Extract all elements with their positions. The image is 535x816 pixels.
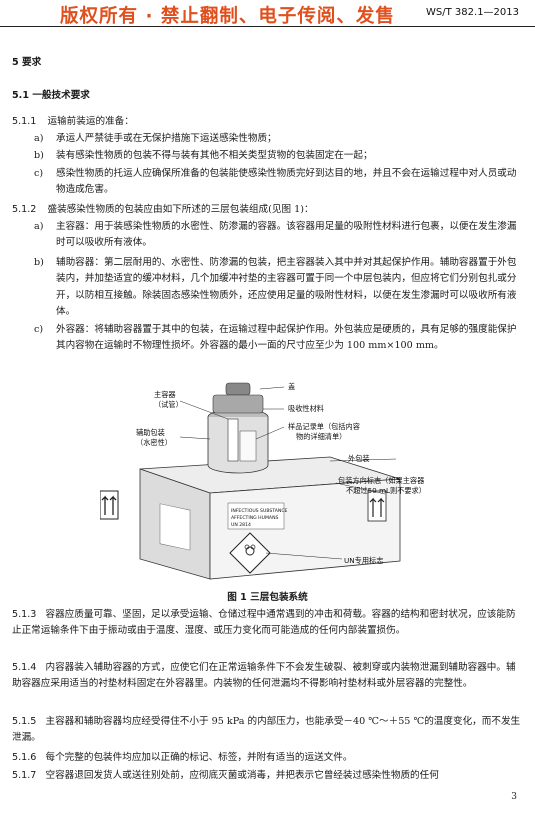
svg-text:不超过50 mL则不要求）: 不超过50 mL则不要求）	[346, 486, 426, 495]
document-code: WS/T 382.1—2013	[426, 7, 519, 18]
para-5-1-4: 5.1.4 内容器装入辅助容器的方式，应使它们在正常运输条件下不会发生破裂、被刺…	[12, 660, 524, 693]
para-number: 5.1.7	[12, 770, 37, 781]
svg-text:AFFECTING HUMANS: AFFECTING HUMANS	[231, 515, 279, 521]
svg-text:外包装: 外包装	[348, 454, 370, 463]
secondary-container	[207, 382, 269, 474]
para-text: 内容器装入辅助容器的方式，应使它们在正常运输条件下不会发生破裂、被刺穿或内装物泄…	[12, 662, 516, 690]
list-text: 辅助容器：第二层耐用的、水密性、防渗漏的包装，把主容器装入其中并对其起保护作用。…	[56, 257, 517, 318]
list-text: 主容器：用于装感染性物质的水密性、防渗漏的容器。该容器用足量的吸附性材料进行包裹…	[56, 221, 517, 249]
svg-text:样品记录单（包括内容: 样品记录单（包括内容	[288, 422, 360, 431]
outer-box: INFECTIOUS SUBSTANCE AFFECTING HUMANS UN…	[139, 456, 401, 580]
svg-text:主容器: 主容器	[154, 390, 176, 399]
para-text: 运输前装运的准备：	[47, 116, 134, 127]
list-marker: b)	[34, 257, 44, 268]
svg-text:（试管）: （试管）	[154, 400, 183, 409]
para-number: 5.1.2	[12, 204, 37, 215]
section-5-1-title: 5.1 一般技术要求	[12, 90, 90, 101]
orientation-label	[100, 490, 119, 520]
list-marker: a)	[34, 133, 44, 144]
svg-text:包装方向标志（如果主容器: 包装方向标志（如果主容器	[338, 476, 424, 485]
list-text: 装有感染性物质的包装不得与装有其他不相关类型货物的包装固定在一起；	[56, 150, 373, 161]
para-number: 5.1.5	[12, 716, 37, 727]
para-text: 空容器退回发货人或送往别处前，应彻底灭菌或消毒，并把表示它曾经装过感染性物质的任…	[45, 770, 439, 781]
svg-text:UN专用标志: UN专用标志	[344, 556, 383, 565]
list-marker: c)	[34, 168, 44, 179]
para-text: 盛装感染性物质的包装应由如下所述的三层包装组成(见图 1)：	[47, 204, 314, 215]
section-5-title: 5 要求	[12, 57, 42, 68]
para-text: 容器应质量可靠、坚固，足以承受运输、仓储过程中通常遇到的冲击和荷载。容器的结构和…	[12, 609, 516, 637]
para-number: 5.1.6	[12, 752, 37, 763]
para-text: 每个完整的包装件均应加以正确的标记、标签，并附有适当的运送文件。	[45, 752, 353, 763]
para-5-1-5: 5.1.5 主容器和辅助容器均应经受得住不小于 95 kPa 的内部压力，也能承…	[12, 714, 524, 747]
list-text: 承运人严禁徒手或在无保护措施下运送感染性物质；	[56, 133, 277, 144]
list-text: 感染性物质的托运人应确保所准备的包装能使感染性物质完好到达目的地，并且不会在运输…	[56, 168, 517, 196]
watermark: 版权所有 · 禁止翻制、电子传阅、发售	[60, 6, 395, 27]
para-5-1-3: 5.1.3 容器应质量可靠、坚固，足以承受运输、仓储过程中通常遇到的冲击和荷载。…	[12, 607, 524, 640]
svg-text:INFECTIOUS SUBSTANCE: INFECTIOUS SUBSTANCE	[231, 508, 288, 514]
svg-text:物的详细清单）: 物的详细清单）	[296, 432, 346, 441]
para-5-1-2: 5.1.2 盛装感染性物质的包装应由如下所述的三层包装组成(见图 1)：	[12, 202, 314, 218]
list-marker: b)	[34, 150, 44, 161]
para-number: 5.1.3	[12, 609, 37, 620]
svg-text:盖: 盖	[288, 382, 295, 391]
para-number: 5.1.4	[12, 662, 37, 673]
svg-text:吸收性材料: 吸收性材料	[288, 404, 324, 413]
para-5-1-6: 5.1.6 每个完整的包装件均应加以正确的标记、标签，并附有适当的运送文件。	[12, 750, 524, 766]
three-layer-packaging-figure: INFECTIOUS SUBSTANCE AFFECTING HUMANS UN…	[100, 382, 426, 580]
list-text: 外容器：将辅助容器置于其中的包装，在运输过程中起保护作用。外包装应是硬质的，具有…	[56, 324, 517, 352]
leader-lines	[179, 386, 397, 560]
svg-text:辅助包装: 辅助包装	[136, 428, 165, 437]
svg-text:（水密性）: （水密性）	[136, 438, 172, 447]
para-5-1-1: 5.1.1 运输前装运的准备：	[12, 114, 134, 130]
header-rule	[0, 26, 535, 27]
page-number: 3	[511, 792, 517, 802]
list-marker: c)	[34, 324, 44, 335]
figure-caption: 图 1 三层包装系统	[227, 592, 308, 603]
para-text: 主容器和辅助容器均应经受得住不小于 95 kPa 的内部压力，也能承受－40 ℃…	[12, 716, 521, 744]
svg-text:UN 2814: UN 2814	[231, 522, 251, 528]
para-number: 5.1.1	[12, 116, 37, 127]
list-marker: a)	[34, 221, 44, 232]
para-5-1-7: 5.1.7 空容器退回发货人或送往别处前，应彻底灭菌或消毒，并把表示它曾经装过感…	[12, 768, 524, 784]
